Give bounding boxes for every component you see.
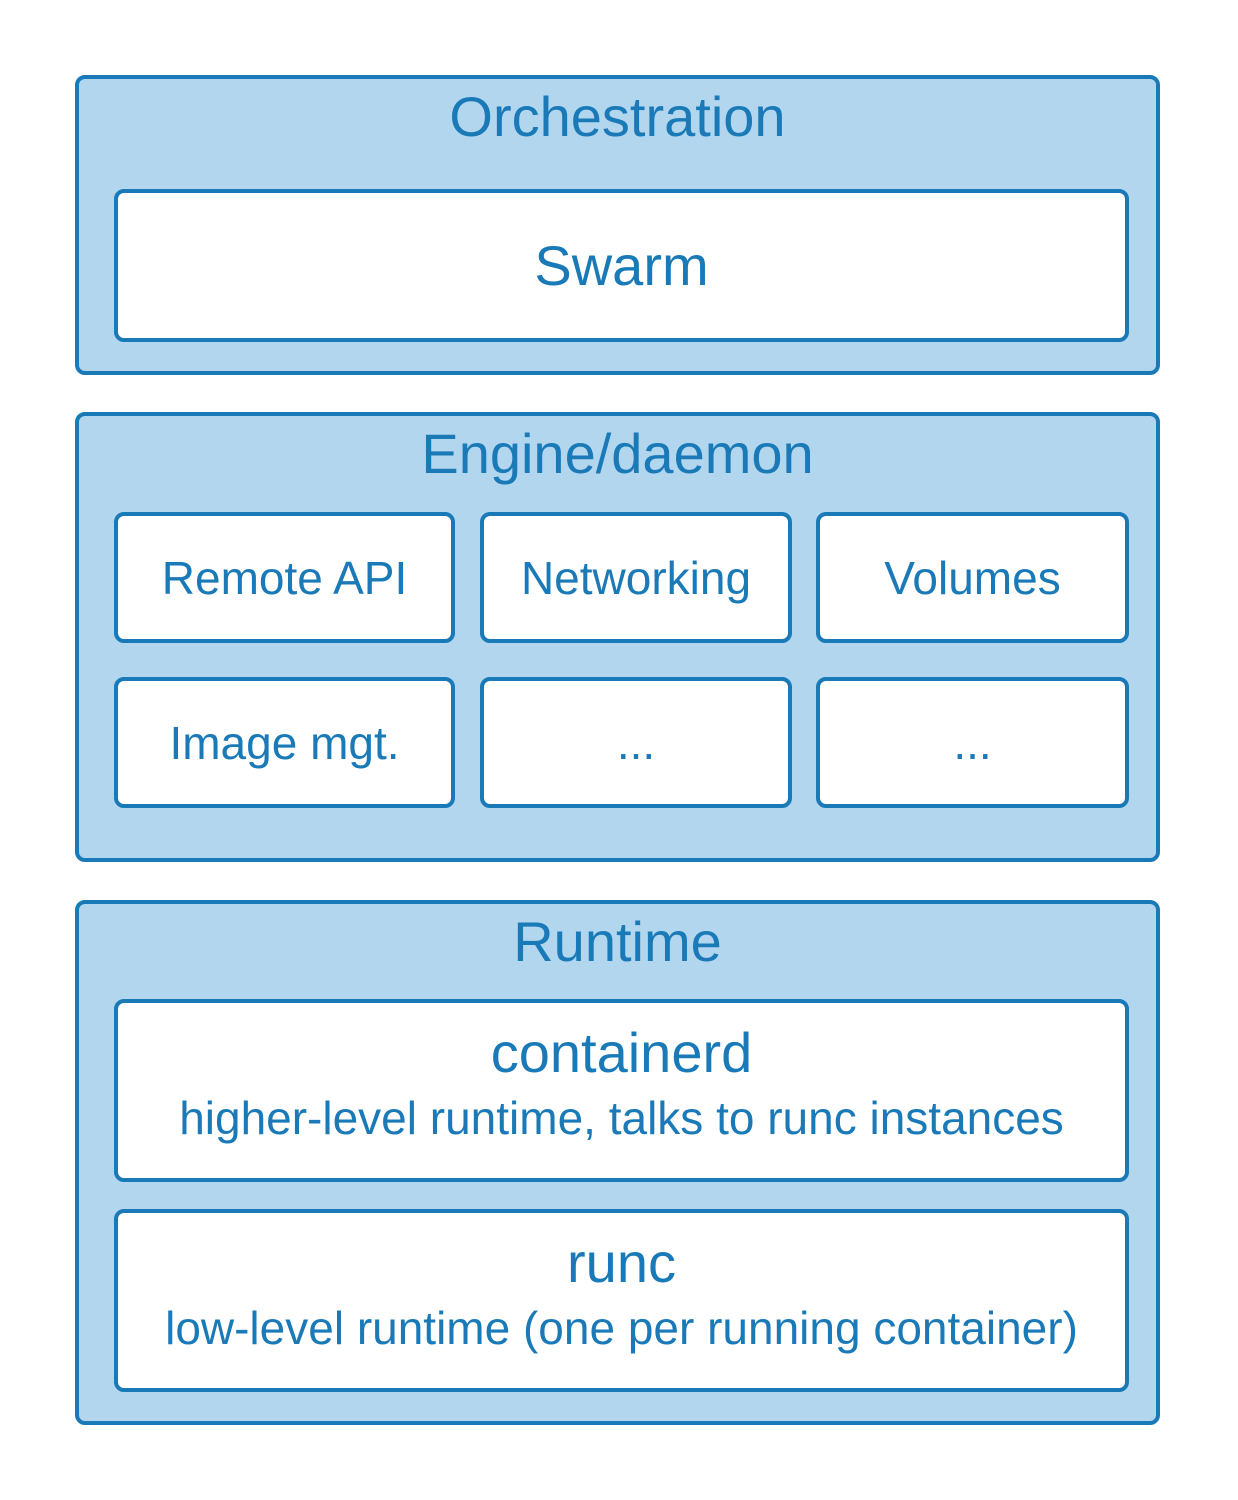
runc-label: runc [567,1231,676,1294]
containerd-box: containerd higher-level runtime, talks t… [114,999,1129,1182]
networking-label: Networking [520,551,752,604]
remote-api-label: Remote API [161,551,408,604]
remote-api-box: Remote API [114,512,455,643]
ellipsis-box: ... [480,677,792,808]
networking-box: Networking [480,512,792,643]
orchestration-title: Orchestration [449,85,786,148]
runc-box: runc low-level runtime (one per running … [114,1209,1129,1392]
ellipsis-label: ... [616,716,656,769]
runtime-title: Runtime [513,910,722,973]
volumes-box: Volumes [816,512,1129,643]
runtime-layer: Runtime containerd higher-level runtime,… [75,900,1160,1425]
image-mgt-label: Image mgt. [169,716,400,769]
containerd-label: containerd [490,1021,753,1084]
containerd-description: higher-level runtime, talks to runc inst… [179,1092,1064,1144]
runc-description: low-level runtime (one per running conta… [165,1302,1078,1354]
ellipsis-label: ... [953,716,992,769]
swarm-label: Swarm [534,233,709,297]
image-mgt-box: Image mgt. [114,677,455,808]
engine-daemon-layer: Engine/daemon Remote API Networking Volu… [75,412,1160,862]
ellipsis-box: ... [816,677,1129,808]
orchestration-layer: Orchestration Swarm [75,75,1160,375]
swarm-box: Swarm [114,189,1129,342]
engine-daemon-title: Engine/daemon [421,422,814,485]
volumes-label: Volumes [884,551,1061,604]
